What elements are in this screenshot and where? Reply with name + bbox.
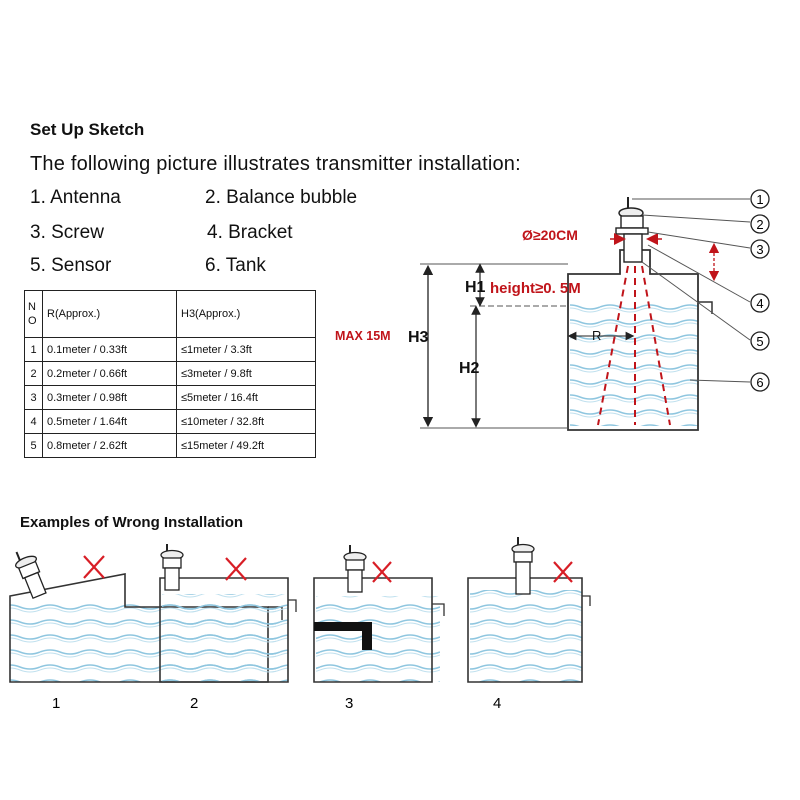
wrong-example-3: 3 bbox=[313, 545, 445, 712]
part-screw: 3. Screw bbox=[30, 222, 104, 243]
part-balance-bubble: 2. Balance bubble bbox=[205, 187, 358, 208]
wrong-installation-title: Examples of Wrong Installation bbox=[20, 514, 244, 531]
cell-h3: ≤10meter / 32.8ft bbox=[176, 409, 316, 434]
callout-5-label: 5 bbox=[756, 334, 763, 349]
example-1-sensor bbox=[15, 551, 47, 600]
wrong-example-2: 2 bbox=[159, 544, 297, 712]
callout-2-label: 2 bbox=[756, 217, 763, 232]
table-row: 4 0.5meter / 1.64ft ≤10meter / 32.8ft bbox=[24, 409, 316, 434]
example-3-water bbox=[316, 596, 440, 682]
example-3-sensor bbox=[343, 545, 367, 593]
part-antenna: 1. Antenna bbox=[30, 187, 121, 208]
bracket bbox=[615, 227, 649, 235]
callout-2: 2 bbox=[750, 214, 770, 234]
main-tank bbox=[567, 249, 713, 431]
example-4-water bbox=[470, 590, 582, 682]
page-title: Set Up Sketch bbox=[30, 120, 145, 139]
example-4-tank bbox=[467, 577, 583, 683]
max-label: MAX 15M bbox=[335, 329, 391, 343]
callout-1-label: 1 bbox=[756, 192, 763, 207]
part-tank: 6. Tank bbox=[205, 255, 266, 276]
callout-leaders bbox=[632, 198, 751, 383]
cell-r: 0.8meter / 2.62ft bbox=[42, 433, 177, 458]
cell-h3: ≤5meter / 16.4ft bbox=[176, 385, 316, 410]
example-1-wrong-mark bbox=[83, 555, 105, 579]
example-4-wrong-mark bbox=[553, 561, 573, 583]
callout-3: 3 bbox=[750, 239, 770, 259]
example-2-water bbox=[162, 594, 288, 682]
diameter-label: Ø≥20CM bbox=[522, 227, 578, 243]
sensor-beam bbox=[597, 265, 671, 426]
cell-r: 0.3meter / 0.98ft bbox=[42, 385, 177, 410]
callout-1: 1 bbox=[750, 189, 770, 209]
callout-6: 6 bbox=[750, 372, 770, 392]
example-1-label: 1 bbox=[52, 695, 60, 712]
h2-label: H2 bbox=[459, 360, 480, 377]
example-3-obstacle bbox=[314, 622, 372, 650]
cell-r: 0.1meter / 0.33ft bbox=[42, 337, 177, 362]
example-4-pipe bbox=[582, 595, 591, 606]
part-sensor: 5. Sensor bbox=[30, 255, 112, 276]
cell-h3: ≤3meter / 9.8ft bbox=[176, 361, 316, 386]
tank-outline bbox=[567, 249, 699, 431]
example-3-pipe bbox=[432, 603, 445, 616]
example-2-pipe bbox=[288, 599, 297, 612]
h1-label: H1 bbox=[465, 279, 486, 296]
part-bracket: 4. Bracket bbox=[207, 222, 293, 243]
table-row: 5 0.8meter / 2.62ft ≤15meter / 49.2ft bbox=[24, 433, 316, 458]
screw bbox=[620, 215, 644, 229]
example-2-label: 2 bbox=[190, 695, 198, 712]
cell-h3: ≤15meter / 49.2ft bbox=[176, 433, 316, 458]
page-subtitle: The following picture illustrates transm… bbox=[30, 153, 521, 175]
spec-table: NO R(Approx.) H3(Approx.) 1 0.1meter / 0… bbox=[24, 290, 316, 458]
example-3-tank bbox=[313, 577, 433, 683]
callout-4-label: 4 bbox=[756, 296, 763, 311]
callout-3-label: 3 bbox=[756, 242, 763, 257]
header-h3: H3(Approx.) bbox=[176, 290, 316, 338]
example-3-label: 3 bbox=[345, 695, 353, 712]
height-label: height≥0. 5M bbox=[490, 280, 581, 297]
example-4-sensor bbox=[511, 537, 535, 595]
sensor-body bbox=[623, 233, 643, 263]
r-label: R bbox=[592, 328, 601, 343]
table-header-row: NO R(Approx.) H3(Approx.) bbox=[24, 290, 316, 338]
callout-5: 5 bbox=[750, 331, 770, 351]
h3-label: H3 bbox=[408, 329, 429, 346]
cell-r: 0.2meter / 0.66ft bbox=[42, 361, 177, 386]
example-4-label: 4 bbox=[493, 695, 501, 712]
example-2-sensor bbox=[160, 544, 184, 591]
table-row: 3 0.3meter / 0.98ft ≤5meter / 16.4ft bbox=[24, 385, 316, 410]
table-row: 1 0.1meter / 0.33ft ≤1meter / 3.3ft bbox=[24, 337, 316, 362]
wrong-example-4: 4 bbox=[467, 537, 591, 712]
cell-r: 0.5meter / 1.64ft bbox=[42, 409, 177, 434]
transmitter bbox=[615, 197, 649, 263]
callout-4: 4 bbox=[750, 293, 770, 313]
tank-outlet-pipe bbox=[698, 301, 713, 314]
example-2-wrong-mark bbox=[225, 557, 247, 581]
example-3-wrong-mark bbox=[372, 561, 392, 583]
table-row: 2 0.2meter / 0.66ft ≤3meter / 9.8ft bbox=[24, 361, 316, 386]
header-no-text: NO bbox=[28, 301, 37, 327]
callout-6-label: 6 bbox=[756, 375, 763, 390]
